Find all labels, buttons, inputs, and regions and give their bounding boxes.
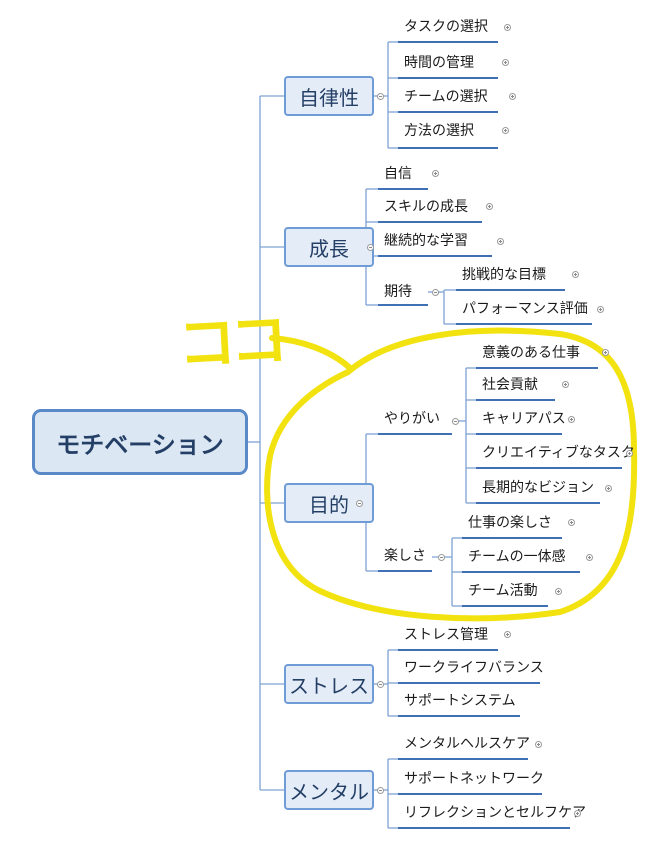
expand-icon[interactable] [502, 59, 509, 66]
collapse-icon[interactable] [432, 289, 439, 296]
node-autonomy[interactable]: 自律性 [284, 76, 374, 116]
topic-time-management[interactable]: 時間の管理 [404, 55, 474, 71]
topic-fun[interactable]: 楽しさ [384, 548, 426, 564]
expand-icon[interactable] [586, 554, 593, 561]
topic-continuous-learning[interactable]: 継続的な学習 [384, 233, 468, 249]
topic-confidence[interactable]: 自信 [384, 166, 412, 182]
expand-icon[interactable] [497, 238, 504, 245]
node-mental[interactable]: メンタル [284, 770, 374, 810]
node-purpose[interactable]: 目的 [284, 483, 374, 523]
topic-long-term-vision[interactable]: 長期的なビジョン [482, 480, 594, 496]
topic-performance-review[interactable]: パフォーマンス評価 [462, 301, 588, 317]
topic-skill-growth[interactable]: スキルの成長 [384, 199, 468, 215]
topic-team-selection[interactable]: チームの選択 [404, 89, 488, 105]
topic-team-activities[interactable]: チーム活動 [468, 583, 538, 599]
expand-icon[interactable] [602, 349, 609, 356]
topic-career-path[interactable]: キャリアパス [482, 411, 566, 427]
expand-icon[interactable] [597, 306, 604, 313]
node-growth[interactable]: 成長 [284, 227, 374, 267]
expand-icon[interactable] [555, 588, 562, 595]
collapse-icon[interactable] [377, 681, 384, 688]
topic-creative-tasks[interactable]: クリエイティブなタスク [482, 445, 635, 461]
expand-icon[interactable] [568, 519, 575, 526]
node-stress[interactable]: ストレス [284, 664, 374, 704]
topic-mental-health-care[interactable]: メンタルヘルスケア [404, 736, 530, 752]
topic-task-selection[interactable]: タスクの選択 [404, 19, 488, 35]
collapse-icon[interactable] [438, 554, 445, 561]
topic-support-network[interactable]: サポートネットワーク [404, 771, 544, 787]
expand-icon[interactable] [504, 24, 511, 31]
expand-icon[interactable] [605, 485, 612, 492]
expand-icon[interactable] [574, 810, 581, 817]
topic-rewarding[interactable]: やりがい [384, 411, 440, 427]
topic-team-unity[interactable]: チームの一体感 [468, 549, 566, 565]
callout-annotation: ココ [176, 305, 284, 379]
highlight-circle [264, 327, 638, 622]
topic-social-contribution[interactable]: 社会貢献 [482, 377, 538, 393]
collapse-icon[interactable] [377, 787, 384, 794]
topic-method-selection[interactable]: 方法の選択 [404, 123, 474, 139]
collapse-icon[interactable] [367, 244, 374, 251]
expand-icon[interactable] [562, 381, 569, 388]
expand-icon[interactable] [432, 170, 439, 177]
topic-work-life-balance[interactable]: ワークライフバランス [404, 660, 544, 676]
expand-icon[interactable] [535, 741, 542, 748]
topic-stress-management[interactable]: ストレス管理 [404, 627, 488, 643]
root-node[interactable]: モチベーション [32, 409, 248, 475]
topic-expectation[interactable]: 期待 [384, 284, 412, 300]
expand-icon[interactable] [568, 416, 575, 423]
topic-support-system[interactable]: サポートシステム [404, 693, 516, 709]
expand-icon[interactable] [509, 93, 516, 100]
topic-challenging-goals[interactable]: 挑戦的な目標 [462, 267, 546, 283]
expand-icon[interactable] [572, 271, 579, 278]
topic-reflection-self-care[interactable]: リフレクションとセルフケア [404, 805, 586, 821]
expand-icon[interactable] [626, 450, 633, 457]
collapse-icon[interactable] [356, 500, 363, 507]
expand-icon[interactable] [486, 203, 493, 210]
expand-icon[interactable] [502, 127, 509, 134]
expand-icon[interactable] [504, 631, 511, 638]
collapse-icon[interactable] [452, 418, 459, 425]
collapse-icon[interactable] [377, 93, 384, 100]
topic-work-enjoyment[interactable]: 仕事の楽しさ [468, 515, 552, 531]
topic-meaningful-work[interactable]: 意義のある仕事 [482, 345, 580, 361]
